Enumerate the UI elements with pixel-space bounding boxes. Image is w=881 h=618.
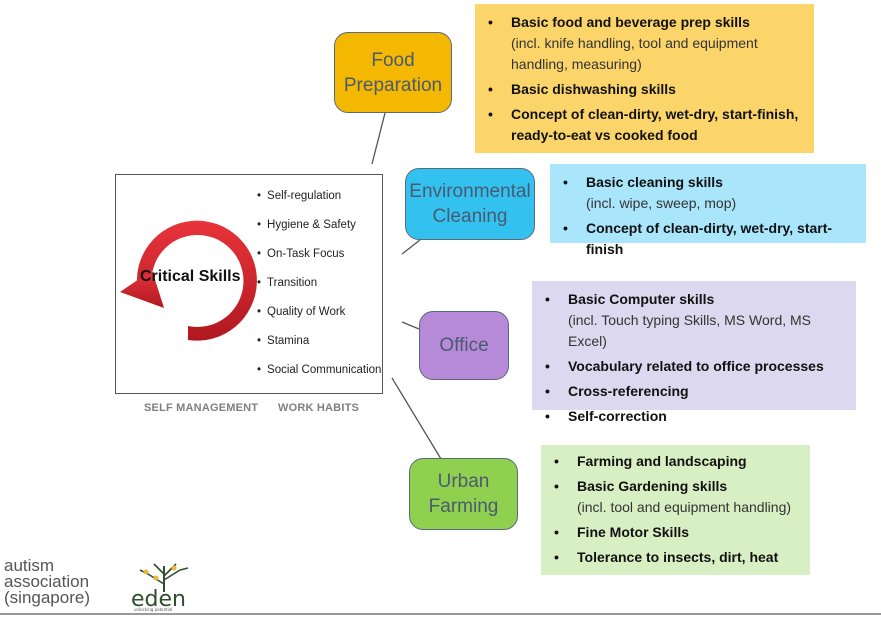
skill-item: •Concept of clean-dirty, wet-dry, start-… — [563, 220, 833, 257]
work-habit-item: •On-Task Focus — [257, 248, 345, 260]
skill-item: •Basic cleaning skills(incl. wipe, sweep… — [563, 174, 737, 211]
category-label: Urban — [437, 471, 490, 492]
connector-food — [371, 112, 386, 165]
caption-self-management: SELF MANAGEMENT — [144, 402, 259, 414]
work-habit-item: •Self-regulation — [257, 190, 342, 202]
autism-association-logo: autism association (singapore) — [4, 556, 90, 607]
skill-item: •Cross-referencing — [545, 383, 689, 399]
connector-cleaning — [401, 239, 421, 255]
category-food-preparation: Food Preparation — [334, 32, 452, 113]
work-habit-item: •Social Communication — [257, 364, 382, 376]
skill-item: •Concept of clean-dirty, wet-dry, start-… — [488, 106, 799, 143]
critical-skills-title: Critical Skills — [140, 268, 241, 285]
skills-panel-food: •Basic food and beverage prep skills(inc… — [475, 4, 814, 153]
caption-work-habits: WORK HABITS — [278, 402, 360, 414]
skill-item: •Farming and landscaping — [554, 453, 747, 469]
skill-item: •Fine Motor Skills — [554, 524, 690, 540]
connector-farming — [391, 377, 442, 460]
work-habit-item: •Transition — [257, 277, 318, 289]
work-habits-list: •Self-regulation •Hygiene & Safety •On-T… — [257, 186, 381, 389]
skill-item: •Vocabulary related to office processes — [545, 358, 824, 374]
skill-item: •Self-correction — [545, 408, 667, 424]
category-label: Preparation — [343, 74, 443, 96]
svg-text:eden: eden — [131, 587, 186, 612]
category-label: Food — [371, 49, 415, 71]
svg-text:unlocking potential: unlocking potential — [134, 607, 172, 612]
skills-panel-office: •Basic Computer skills(incl. Touch typin… — [532, 281, 856, 424]
category-label: Farming — [428, 496, 499, 517]
eden-logo: eden unlocking potential — [126, 556, 202, 617]
category-label: Environmental — [409, 181, 531, 202]
category-environmental-cleaning: Environmental Cleaning — [405, 168, 535, 240]
category-label: Cleaning — [432, 206, 508, 227]
skill-item: •Basic Computer skills(incl. Touch typin… — [545, 291, 812, 349]
skill-item: •Basic dishwashing skills — [488, 81, 676, 97]
tree-icon: eden unlocking potential — [131, 563, 189, 612]
category-urban-farming: Urban Farming — [409, 458, 518, 530]
work-habit-item: •Stamina — [257, 335, 310, 347]
skill-item: •Basic Gardening skills(incl. tool and e… — [554, 478, 792, 515]
work-habit-item: •Hygiene & Safety — [257, 219, 356, 231]
connector-office — [401, 321, 420, 330]
category-office: Office — [419, 311, 509, 380]
footer-divider — [0, 613, 881, 615]
cycle-arrow-icon — [120, 220, 257, 341]
skills-panel-farming: •Farming and landscaping •Basic Gardenin… — [541, 445, 810, 575]
work-habit-item: •Quality of Work — [257, 306, 346, 318]
skills-panel-cleaning: •Basic cleaning skills(incl. wipe, sweep… — [550, 164, 866, 257]
skill-item: •Basic food and beverage prep skills(inc… — [488, 14, 758, 72]
category-label: Office — [439, 335, 489, 356]
skill-item: •Tolerance to insects, dirt, heat — [554, 549, 779, 565]
